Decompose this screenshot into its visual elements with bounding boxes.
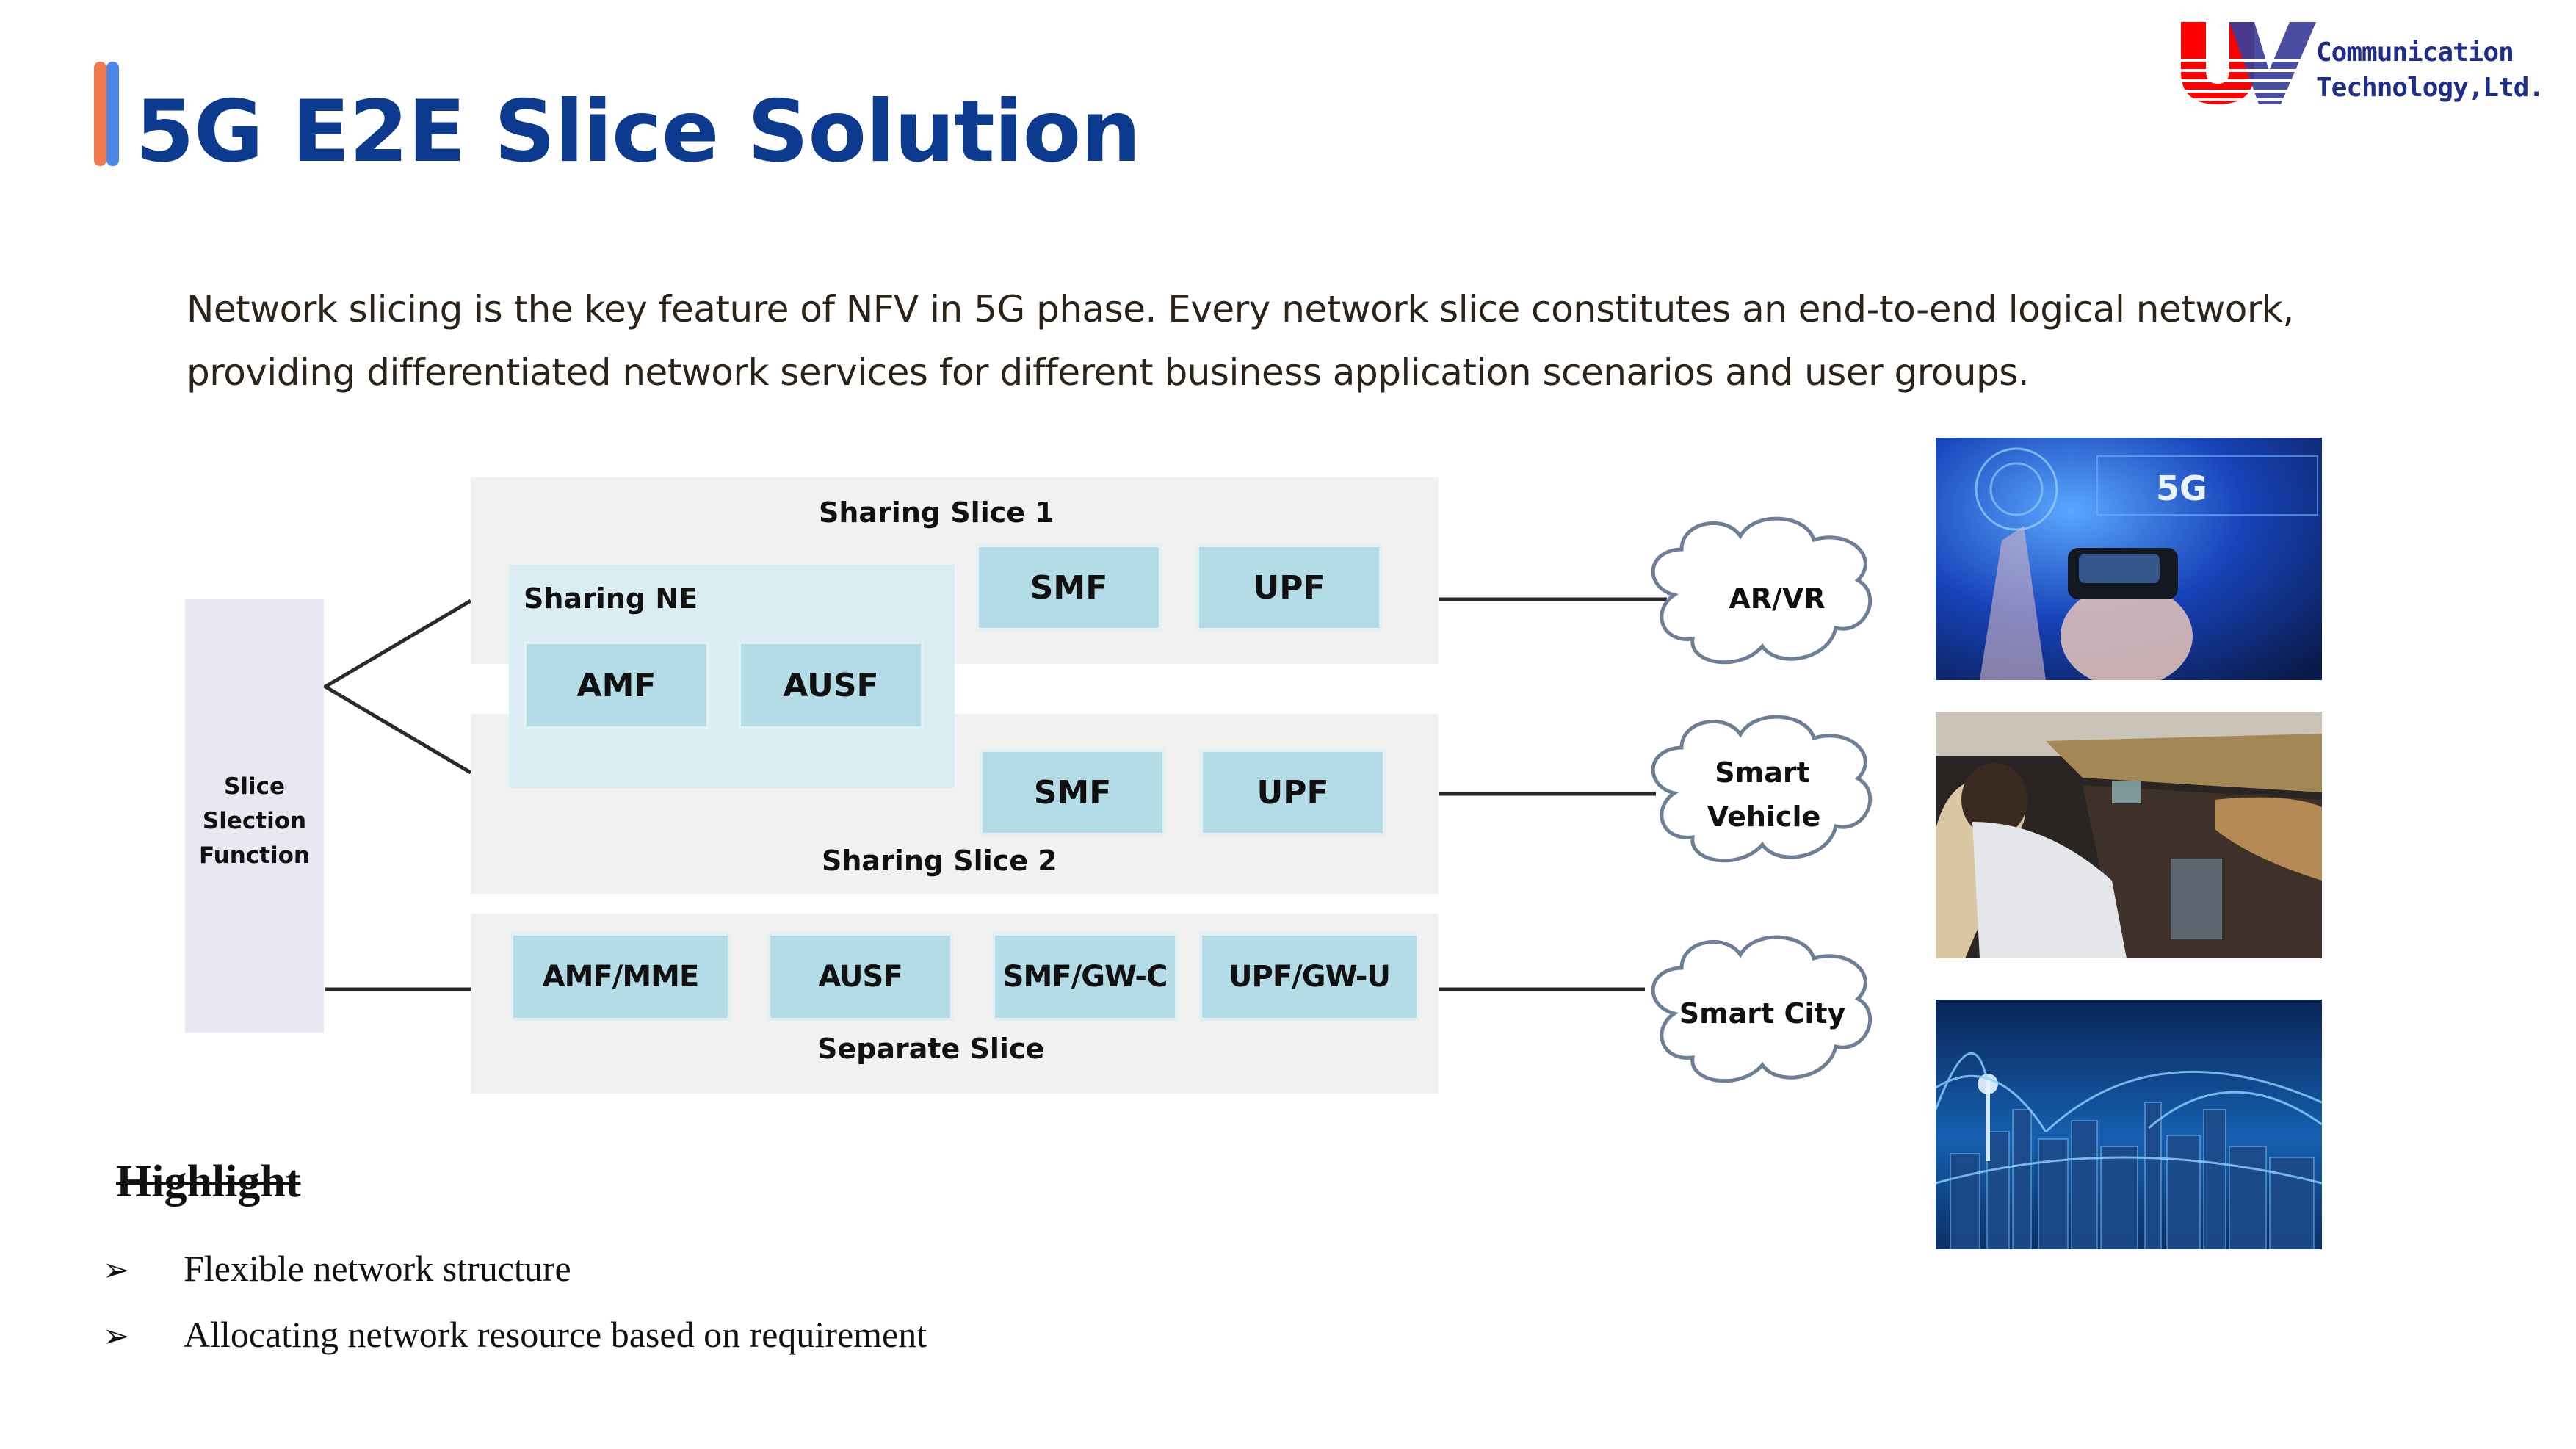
slice-selection-function: Slice Slection Function [185,599,324,1033]
network-function-smf: SMF [979,547,1159,628]
logo-line-2: Technology,Ltd. [2316,73,2544,103]
cloud-smart-city-icon: Smart City [1651,935,1873,1083]
network-function-upf-gw-u: UPF/GW-U [1202,936,1417,1018]
network-function-amf: AMF [527,644,706,726]
uv-logo-mark-icon [2179,22,2316,104]
ssf-to-sharing-slices-line [322,599,472,775]
intro-line-2: providing differentiated network service… [187,351,2030,394]
photo-vr-5g: 5G [1936,438,2322,680]
slice-title: Separate Slice [817,1033,1045,1065]
title-accent-bar [94,62,119,166]
cloud-arvr-icon: AR/VR [1651,516,1873,665]
arrowhead-bullet-icon: ➢ [103,1318,130,1354]
network-function-ausf: AUSF [741,644,921,726]
sharing-ne-title: Sharing NE [524,582,698,615]
city-network-image-icon [1936,1000,2322,1249]
cloud-label: Smart City [1679,997,1846,1030]
company-logo: Communication Technology,Ltd. [2179,19,2544,110]
separate-slice: Separate Slice AMF/MME AUSF SMF/GW-C UPF… [471,914,1439,1094]
network-function-upf: UPF [1199,547,1379,628]
highlight-text: Flexible network structure [184,1248,571,1289]
ssf-label-line: Slice [224,773,285,800]
slice-title: Sharing Slice 2 [822,845,1057,877]
photo-caption: 5G [2156,469,2207,508]
photo-smart-city [1936,1000,2322,1249]
network-function-smf: SMF [983,752,1162,833]
intro-paragraph: Network slicing is the key feature of NF… [187,278,2389,404]
highlight-text: Allocating network resource based on req… [184,1314,927,1355]
ssf-label-line: Function [199,842,310,869]
vr-headset-image-icon: 5G [1936,438,2322,680]
highlight-item: ➢ Allocating network resource based on re… [103,1313,927,1356]
logo-text: Communication Technology,Ltd. [2316,35,2544,106]
page-title: 5G E2E Slice Solution [135,82,1141,181]
ssf-label: Slice Slection Function [185,770,324,873]
cloud-smart-vehicle-icon: Smart Vehicle [1651,715,1873,863]
highlight-item: ➢ Flexible network structure [103,1247,571,1290]
accent-bar-orange [94,62,106,166]
sharing-ne: Sharing NE AMF AUSF [509,565,955,788]
cloud-label: AR/VR [1729,582,1825,615]
accent-bar-blue [106,62,119,166]
network-function-amf-mme: AMF/MME [513,936,728,1018]
network-function-smf-gw-c: SMF/GW-C [995,936,1175,1018]
ssf-label-line: Slection [202,808,307,834]
car-interior-image-icon [1936,712,2322,958]
network-function-ausf: AUSF [770,936,950,1018]
slice-title: Sharing Slice 1 [819,496,1054,529]
logo-line-1: Communication [2316,37,2514,68]
network-function-upf: UPF [1203,752,1383,833]
intro-line-1: Network slicing is the key feature of NF… [187,288,2294,330]
photo-smart-vehicle [1936,712,2322,958]
arrowhead-bullet-icon: ➢ [103,1252,130,1288]
highlight-title: Highlight [116,1157,301,1207]
cloud-label: Smart [1715,756,1810,789]
cloud-label: Vehicle [1707,801,1821,833]
